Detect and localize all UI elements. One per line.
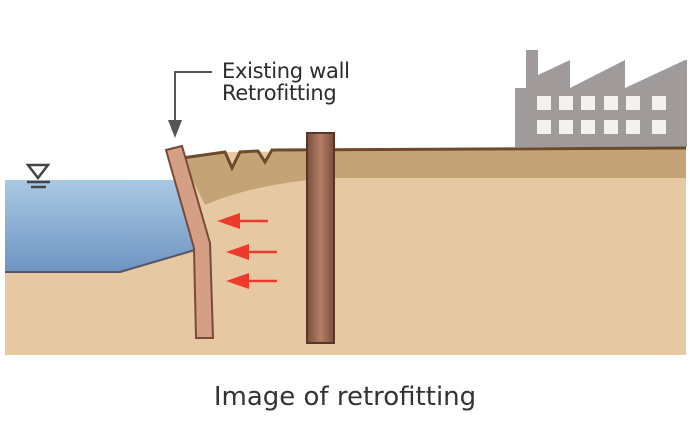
factory-icon [515, 50, 687, 147]
label-existing-wall: Existing wall [222, 59, 350, 83]
label-leader-arrow [168, 71, 212, 138]
soil [5, 148, 686, 355]
retrofit-pile [306, 132, 335, 344]
figure-caption: Image of retrofitting [213, 382, 477, 412]
water-level-icon [25, 163, 51, 189]
earth-pressure-arrows [217, 213, 277, 289]
existing-wall [164, 144, 215, 339]
label-retrofitting: Retrofitting [222, 81, 337, 105]
water [5, 180, 195, 272]
